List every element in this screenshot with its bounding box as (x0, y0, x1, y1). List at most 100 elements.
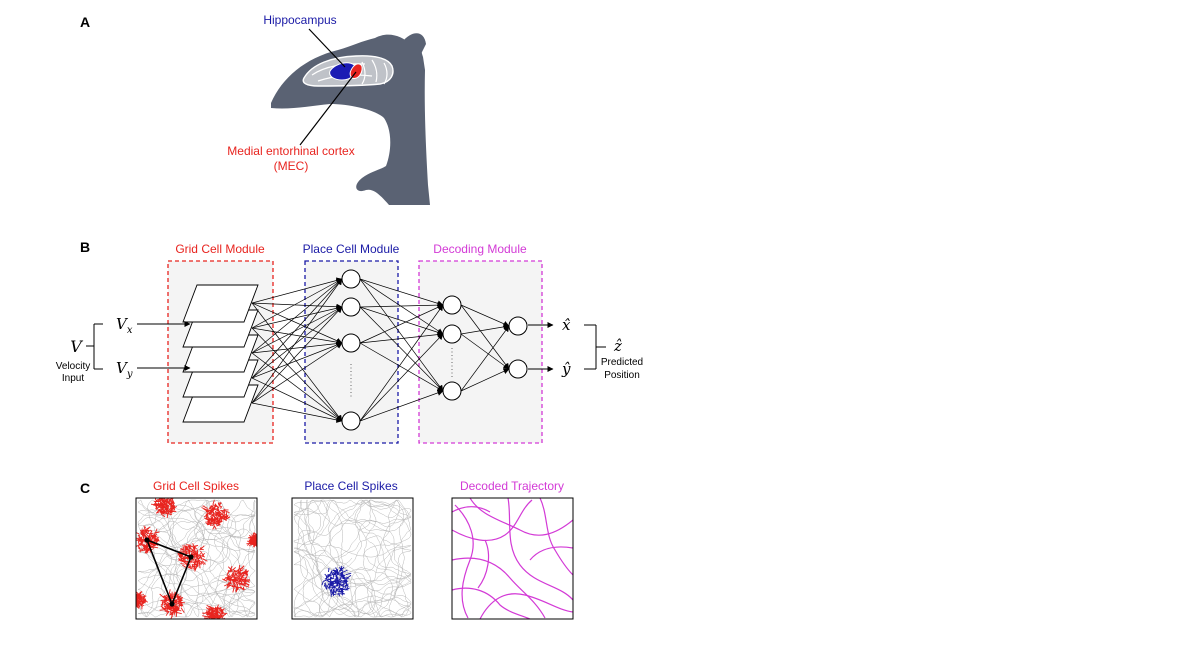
place-neuron (341, 269, 361, 289)
connection (359, 304, 444, 422)
connection (359, 306, 444, 392)
place-spikes-plot (292, 498, 413, 619)
connection (251, 327, 343, 346)
place-trajectory (293, 499, 412, 618)
spike-cluster (159, 589, 186, 619)
hippocampus-label: Hippocampus (263, 13, 336, 27)
grid-spikes-plot (136, 498, 257, 619)
connection (251, 377, 343, 422)
connection (460, 323, 510, 335)
hippocampus-pointer (308, 28, 346, 68)
zhat-symbol: ẑ (613, 337, 622, 355)
velocity-label-line1: Velocity (56, 361, 90, 372)
mec-label-line1: Medial entorhinal cortex (227, 144, 354, 158)
decoding-module-box (418, 260, 543, 444)
panel-c-letter: C (80, 480, 90, 496)
connection (359, 306, 444, 336)
connection (359, 278, 444, 307)
decoding-neuron (442, 381, 462, 401)
decoding-neuron (442, 295, 462, 315)
mec-pointer (299, 71, 357, 146)
grid-sheet (182, 284, 259, 323)
grid-module-title: Grid Cell Module (175, 242, 265, 256)
place-neuron (341, 333, 361, 353)
connection (460, 304, 510, 370)
panel-a-letter: A (80, 14, 90, 30)
connection (251, 342, 343, 379)
place-module-title: Place Cell Module (303, 242, 400, 256)
connection (460, 304, 510, 327)
velocity-symbol: V (70, 337, 83, 356)
panel-b-letter: B (80, 239, 90, 255)
connection (359, 390, 444, 422)
predicted-label-line2: Position (604, 370, 640, 381)
output-neuron (508, 316, 528, 336)
xhat-symbol: x̂ (562, 316, 571, 334)
rat-ear (402, 33, 426, 60)
connection (251, 277, 343, 304)
grid-spikes-title: Grid Cell Spikes (153, 479, 239, 493)
grid-vertex (144, 537, 150, 543)
connection (251, 278, 343, 354)
place-neuron (341, 411, 361, 431)
place-neuron (341, 297, 361, 317)
output-neuron (508, 359, 528, 379)
grid-triangle (145, 538, 193, 607)
yhat-symbol: ŷ (561, 360, 571, 378)
grid-spike-fields (136, 498, 257, 619)
decoding-module-title: Decoding Module (433, 242, 527, 256)
panel-a: A Hippocampus Medial entorhinal cortex (… (80, 13, 430, 205)
connection (460, 325, 510, 392)
place-spikes-frame (291, 497, 414, 620)
connection (251, 278, 343, 329)
connection (251, 302, 343, 344)
connection (251, 306, 343, 404)
grid-cell-sheets (182, 284, 259, 423)
spike-cluster (321, 565, 352, 597)
predicted-label-line1: Predicted (601, 357, 643, 368)
panel-c: C Grid Cell Spikes Place Cell Spikes Dec… (80, 479, 574, 620)
decoding-neuron (442, 324, 462, 344)
spike-cluster (201, 604, 228, 619)
place-spike-field (321, 565, 352, 597)
velocity-label-line2: Input (62, 373, 84, 384)
connection (359, 304, 444, 344)
connection (359, 278, 444, 392)
place-spikes-title: Place Cell Spikes (304, 479, 397, 493)
connection (251, 302, 343, 422)
connection (359, 331, 444, 344)
grid-vertex (169, 601, 175, 607)
connection (251, 302, 343, 310)
connection (251, 342, 343, 404)
connection (359, 333, 444, 422)
connection (251, 352, 343, 422)
connection (251, 305, 343, 329)
network-connections (251, 277, 510, 423)
spike-cluster (136, 591, 149, 610)
connection (251, 278, 343, 404)
spike-cluster (177, 543, 208, 572)
panel-b: B Grid Cell Module Place Cell Module Dec… (56, 239, 643, 444)
network-neurons (341, 269, 528, 431)
connection (359, 342, 444, 392)
connection (251, 340, 343, 354)
decoded-trajectory-frame (451, 497, 574, 620)
grid-spikes-frame (135, 497, 258, 620)
vx-symbol: Vx (116, 315, 133, 336)
connection (251, 306, 343, 379)
vy-symbol: Vy (116, 359, 133, 380)
connection (359, 302, 444, 309)
decoded-path (452, 498, 573, 619)
connection (460, 333, 510, 370)
decoded-trajectory-plot (452, 498, 573, 619)
grid-vertex (188, 554, 194, 560)
spike-cluster (150, 498, 178, 518)
connection (251, 402, 343, 423)
connection (251, 278, 343, 379)
connection (251, 327, 343, 422)
spike-cluster (201, 499, 231, 530)
connection (460, 368, 510, 392)
velocity-bracket (86, 323, 103, 370)
connection (251, 306, 343, 354)
